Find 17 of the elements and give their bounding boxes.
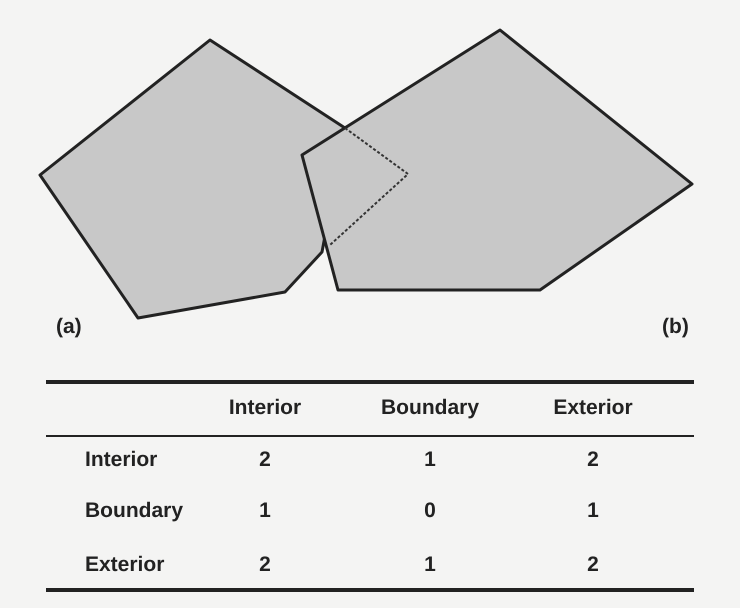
table-value: 2 [587, 448, 599, 472]
panel-label: (b) [662, 315, 689, 339]
row-header: Interior [85, 448, 158, 472]
row-header: Boundary [85, 499, 184, 523]
table-value: 1 [259, 499, 271, 523]
table-value: 2 [259, 553, 271, 577]
column-header: Interior [228, 396, 302, 420]
table-value: 0 [424, 499, 436, 523]
table-value: 2 [259, 448, 271, 472]
table-value: 1 [424, 553, 436, 577]
table-value: 1 [587, 499, 599, 523]
table-value: 2 [587, 553, 599, 577]
panel-label: (a) [56, 315, 82, 339]
column-header: Boundary [381, 396, 479, 420]
table-value: 1 [424, 448, 436, 472]
column-header: Exterior [553, 396, 633, 420]
row-header: Exterior [85, 553, 164, 577]
